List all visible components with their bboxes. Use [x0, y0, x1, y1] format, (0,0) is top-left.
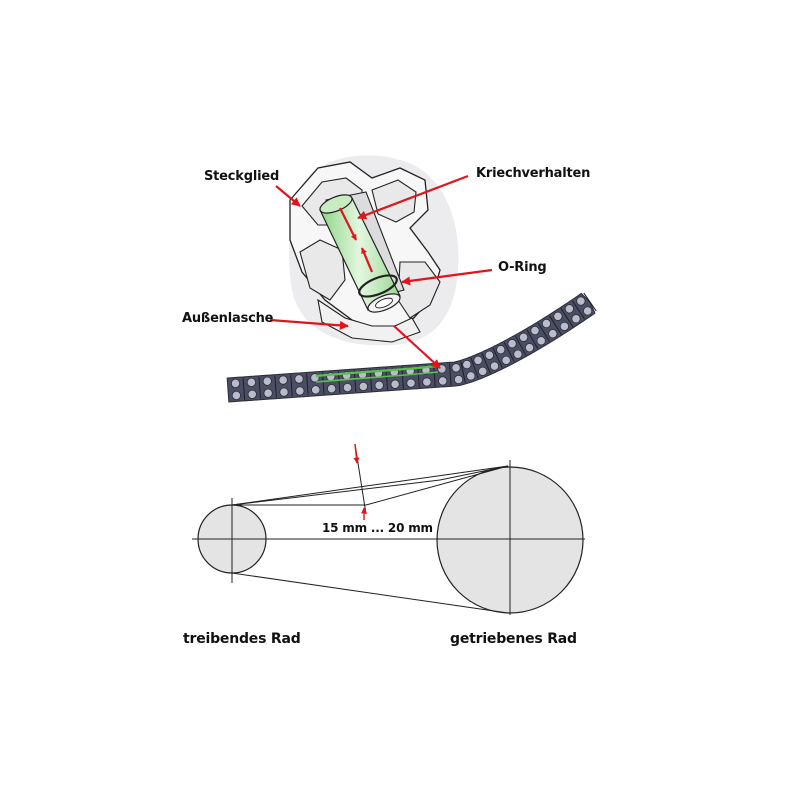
chain-roller — [294, 374, 304, 384]
pin-highlight — [319, 194, 401, 313]
chain-roller — [524, 343, 535, 353]
chain-roller — [406, 378, 416, 388]
chain-roller — [507, 339, 517, 349]
chain-roller — [342, 382, 353, 393]
chain-roller — [518, 332, 529, 342]
chain-link-joint — [481, 352, 491, 374]
chain-link-joint — [460, 361, 466, 384]
chain-roller — [530, 325, 540, 336]
chain-roller — [231, 390, 241, 401]
chain-roller — [295, 386, 305, 396]
chain-link-joint — [470, 357, 479, 379]
chain-roller — [230, 378, 241, 389]
chain-roller — [466, 371, 476, 381]
chain-roller — [583, 306, 593, 316]
chain-link-joint — [583, 292, 597, 312]
chain-roller — [279, 387, 289, 397]
chain-roller — [478, 366, 488, 376]
o-ring-shape — [358, 274, 398, 298]
chain-roller — [262, 376, 272, 386]
chain-link-joint — [242, 377, 246, 400]
chain-link-joint — [401, 366, 404, 389]
chain-link-joint — [537, 322, 550, 342]
chain-link-joint — [492, 347, 503, 369]
chain-link-joint — [274, 375, 277, 398]
chain-roller — [513, 349, 523, 359]
chain-roller — [571, 314, 581, 324]
chain-link-joint — [306, 373, 309, 396]
chain-drive-diagram — [192, 443, 585, 615]
label-arrows — [269, 174, 493, 369]
label-kriechverhalten: Kriechverhalten — [476, 166, 591, 181]
chain-roller — [489, 361, 500, 371]
chain-roller — [496, 345, 506, 355]
chain-link-joint — [560, 308, 574, 328]
chain-link-inset — [289, 155, 459, 346]
chain-roller — [247, 389, 257, 399]
chain-link-joint — [417, 365, 420, 388]
chain-roller — [263, 388, 273, 398]
label-steckglied: Steckglied — [204, 169, 280, 184]
label-aussenlasche: Außenlasche — [182, 311, 274, 326]
chain-roller — [484, 350, 494, 360]
chain-link-joint — [258, 376, 262, 399]
chain-link-joint — [515, 335, 527, 356]
chain-roller — [278, 375, 288, 385]
chain-roller — [327, 384, 337, 394]
chain-link-joint — [571, 300, 585, 320]
chain-roller — [453, 374, 464, 385]
chain-roller — [536, 336, 546, 346]
chain-roller — [576, 296, 586, 306]
label-driven-wheel: getriebenes Rad — [450, 631, 577, 647]
chain-roller — [564, 304, 574, 314]
label-measurement: 15 mm ... 20 mm — [322, 521, 433, 535]
chain-roller — [541, 318, 552, 329]
chain-link-joint — [448, 363, 452, 386]
chain-roller — [553, 311, 563, 321]
chain-roller — [374, 380, 384, 390]
chain-roller — [451, 363, 461, 373]
chain-roller — [462, 360, 472, 370]
chain-link-joint — [526, 329, 539, 349]
chain-roller — [358, 381, 368, 392]
chain-link-joint — [503, 341, 515, 363]
chain-roller — [422, 377, 432, 387]
chain-roller — [501, 355, 511, 365]
chain-roller — [473, 355, 483, 365]
label-o-ring: O-Ring — [498, 260, 547, 275]
chain-roller — [548, 329, 558, 339]
chain-roller — [438, 376, 448, 386]
label-driving-wheel: treibendes Rad — [183, 631, 301, 647]
chain-link-joint — [290, 374, 293, 397]
chain-highlight-line — [315, 364, 439, 378]
chain-link-joint — [549, 315, 562, 335]
chain-roller — [246, 377, 256, 387]
chain-roller — [559, 321, 570, 331]
chain-roller — [311, 385, 321, 395]
chain-roller — [390, 379, 400, 389]
